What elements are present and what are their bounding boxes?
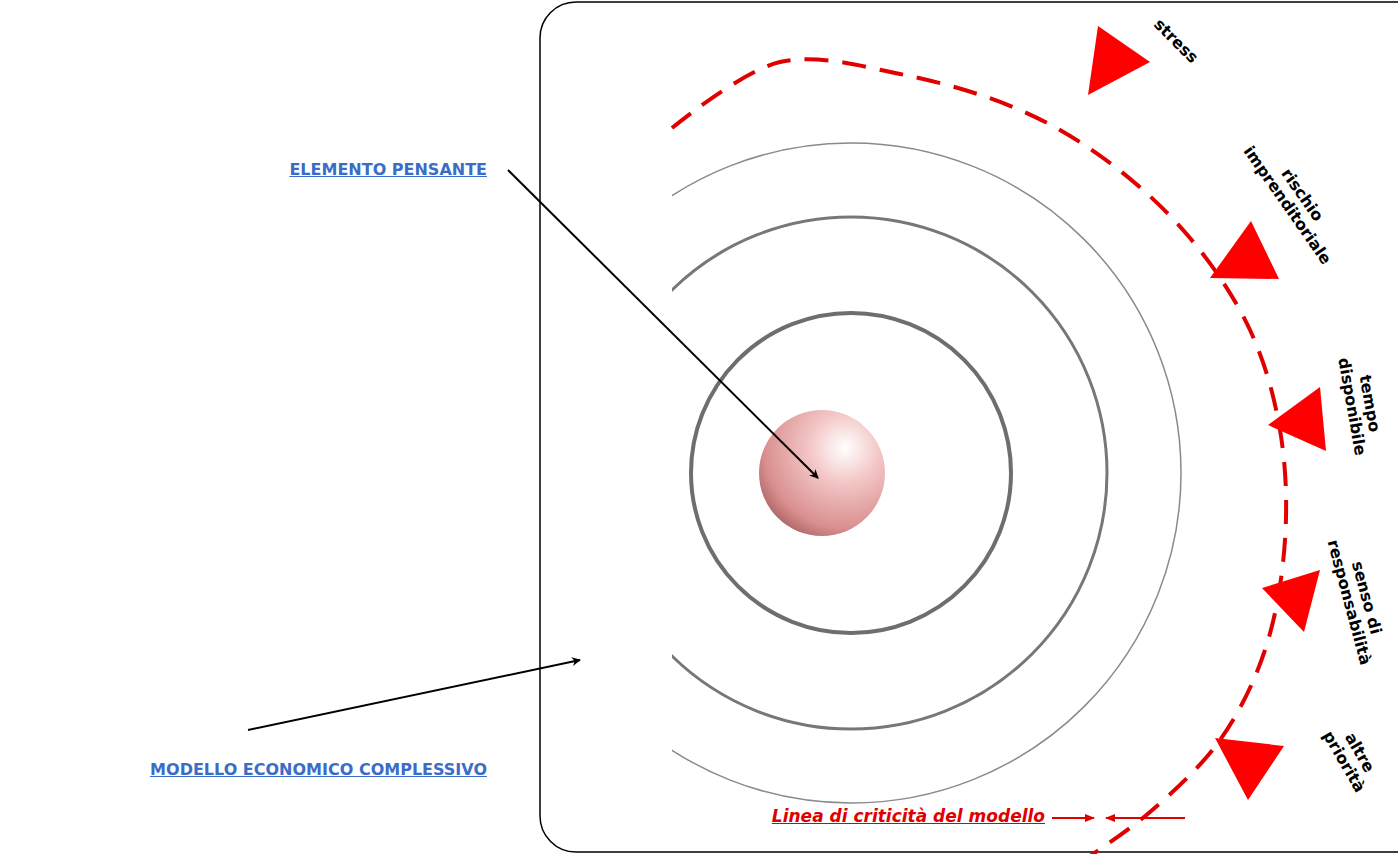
pressure-triangle [1262, 570, 1320, 632]
pressure-triangle [1215, 738, 1284, 800]
criticality-line [672, 59, 1286, 854]
part-label: ELEMENTO PENSANTE [289, 161, 487, 179]
thinking-sphere [759, 410, 885, 536]
model-panel [540, 2, 1398, 852]
pressure-triangle [1210, 221, 1279, 279]
pressure-triangle [1268, 387, 1326, 451]
pressure-arrows [1088, 26, 1326, 800]
inner-ring [691, 313, 1011, 633]
middle-ring [672, 217, 1107, 729]
width-arrow [1106, 817, 1185, 819]
concentric-rings [672, 143, 1181, 803]
part-label: MODELLO ECONOMICO COMPLESSIVO [150, 761, 487, 779]
criticality-label: Linea di criticità del modello [770, 807, 1047, 826]
outer-ring [672, 143, 1181, 803]
leader-line [508, 170, 818, 478]
pressure-label: senso di responsabilità [1322, 523, 1395, 677]
pressure-label: rischio imprenditoriale [1235, 124, 1356, 275]
pressure-label: stress [1150, 15, 1201, 66]
pressure-label: tempo disponibile [1334, 345, 1389, 464]
leader-line [248, 660, 580, 730]
pressure-label: altre priorità [1314, 709, 1389, 805]
pressure-triangle [1088, 26, 1150, 95]
width-arrow [1052, 817, 1094, 819]
